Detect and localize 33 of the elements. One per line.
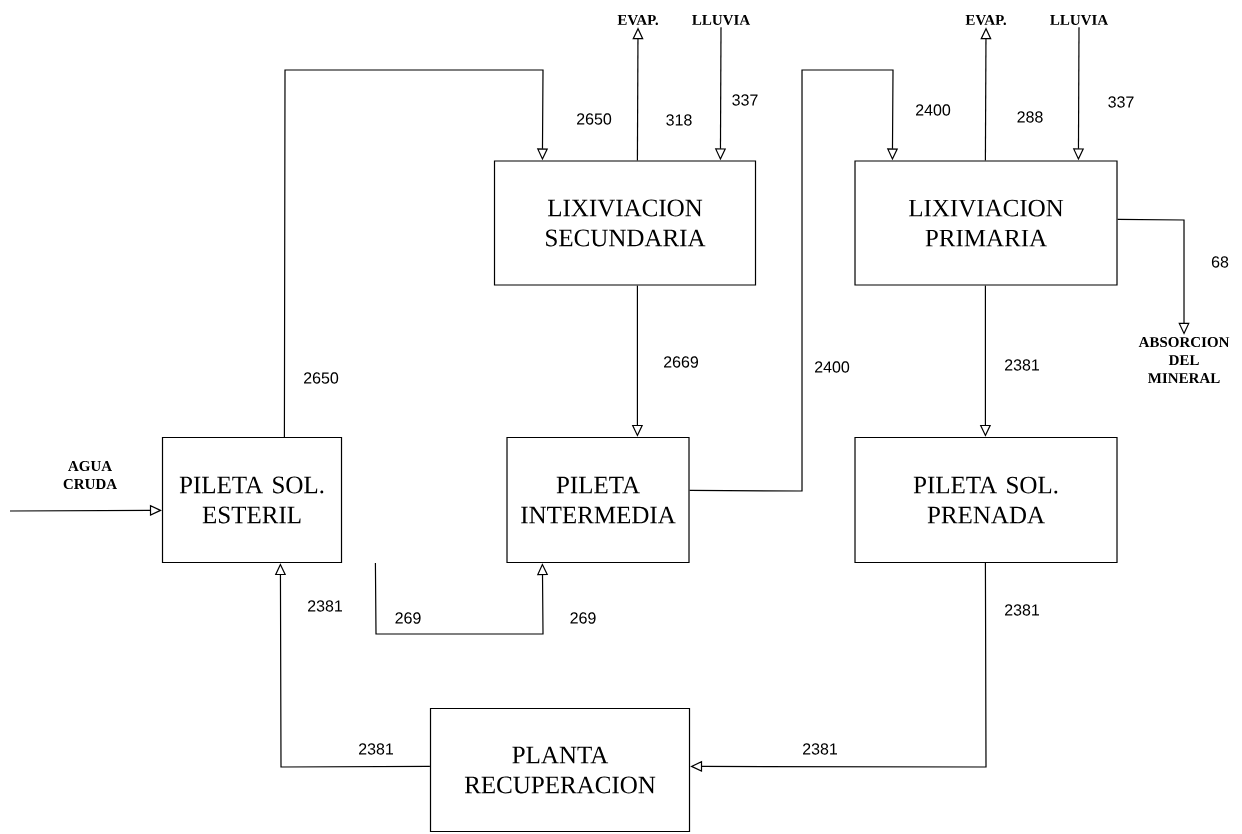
value-label: 2381 [357,742,395,756]
process-box: PILETA SOL. PRENADA [854,436,1118,564]
arrow [283,69,549,438]
process-box: PILETA INTERMEDIA [506,436,690,564]
edge-label: 288 [1015,110,1045,124]
arrow [689,69,899,492]
process-box: LIXIVIACION PRIMARIA [854,160,1118,286]
edge-label: 2669 [662,355,700,369]
flow-label: EVAP. [617,14,658,26]
flow-label: LLUVIA [1050,14,1109,26]
arrow [690,562,987,773]
arrow [274,563,431,768]
edge-label: 337 [1106,95,1136,109]
edge-label: 318 [664,113,694,127]
edge-label: 2381 [1003,358,1041,372]
value-label: 269 [568,611,598,625]
value-label: 2650 [302,371,340,385]
value-label: 2381 [1003,603,1041,617]
flow-label: EVAP. [965,14,1006,26]
flow-label: AGUA CRUDA [63,460,117,490]
edge-label: 337 [730,93,760,107]
process-box: PILETA SOL. ESTERIL [161,436,343,564]
flow-label: LLUVIA [692,14,751,26]
edge-label: 2400 [914,103,952,117]
process-box: PLANTA RECUPERACION [429,707,691,833]
edge-label: 2381 [306,599,344,613]
edge-label: 68 [1210,255,1230,269]
flow-label: ABSORCION DEL MINERAL [1138,337,1230,383]
process-box: LIXIVIACION SECUNDARIA [493,160,757,286]
edge-label: 269 [393,611,423,625]
edge-label: 2381 [801,742,839,756]
edge-label: 2650 [575,112,613,126]
value-label: 2400 [813,360,851,374]
